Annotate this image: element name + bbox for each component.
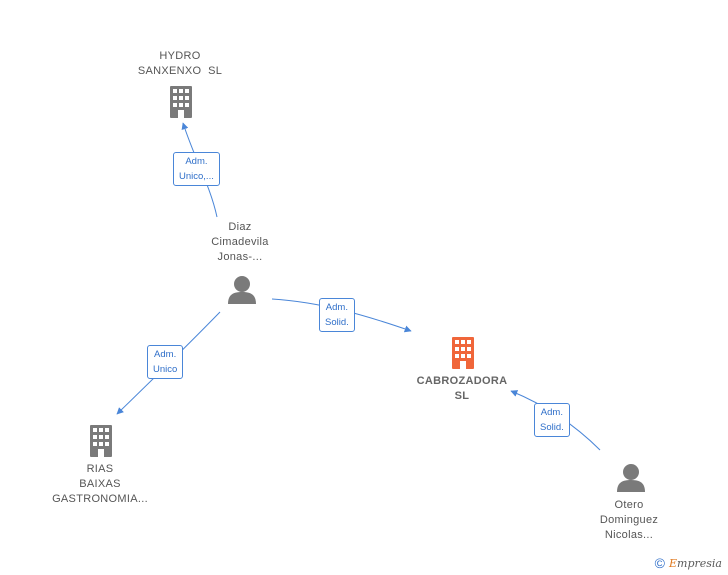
otero-line-2: Dominguez [599, 514, 659, 526]
node-label-diaz[interactable]: Diaz Cimadevila Jonas-... [180, 220, 300, 265]
edge-label-line-2: Unico [153, 364, 178, 375]
brand-rest: mpresia [677, 556, 722, 570]
edge-label-line-2: Solid. [540, 422, 564, 433]
diaz-person-icon[interactable] [228, 276, 256, 304]
edge-label-line-2: Unico,... [179, 171, 214, 182]
brand-logo[interactable]: Empresia [669, 557, 722, 570]
edge-label-diaz-cabrozadora[interactable]: Adm. Solid. [319, 298, 355, 332]
footer-branding: © Empresia [655, 555, 722, 571]
rias-line-3: GASTRONOMIA... [52, 493, 148, 505]
edge-label-diaz-rias[interactable]: Adm. Unico [147, 345, 184, 379]
copyright-icon: © [654, 555, 665, 571]
rias-building-icon[interactable] [90, 425, 112, 457]
diaz-line-3: Jonas-... [217, 251, 263, 263]
cabrozadora-line-2: SL [454, 390, 470, 402]
edge-label-line-1: Adm. [185, 156, 208, 167]
hydro-line-1: HYDRO [159, 50, 201, 62]
otero-line-3: Nicolas... [604, 529, 654, 541]
cabrozadora-line-1: CABROZADORA [416, 375, 508, 387]
node-label-cabrozadora[interactable]: CABROZADORA SL [392, 374, 532, 404]
otero-line-1: Otero [614, 499, 644, 511]
rias-line-1: RIAS [86, 463, 114, 475]
node-label-otero[interactable]: Otero Dominguez Nicolas... [569, 498, 689, 543]
cabrozadora-building-icon[interactable] [452, 337, 474, 369]
edge-label-line-2: Solid. [325, 317, 349, 328]
hydro-building-icon[interactable] [170, 86, 192, 118]
edge-label-diaz-hydro[interactable]: Adm. Unico,... [173, 152, 220, 186]
edge-label-line-1: Adm. [325, 302, 348, 313]
node-label-hydro[interactable]: HYDRO SANXENXO SL [120, 49, 240, 79]
diaz-line-1: Diaz [228, 221, 252, 233]
node-label-rias[interactable]: RIAS BAIXAS GASTRONOMIA... [40, 462, 160, 507]
edge-label-line-1: Adm. [540, 407, 563, 418]
otero-person-icon[interactable] [617, 464, 645, 492]
diaz-line-2: Cimadevila [211, 236, 269, 248]
hydro-line-2: SANXENXO SL [137, 65, 223, 77]
edge-label-line-1: Adm. [154, 349, 177, 360]
brand-initial: E [669, 556, 678, 570]
edge-label-otero-cabrozadora[interactable]: Adm. Solid. [534, 403, 570, 437]
rias-line-2: BAIXAS [79, 478, 121, 490]
